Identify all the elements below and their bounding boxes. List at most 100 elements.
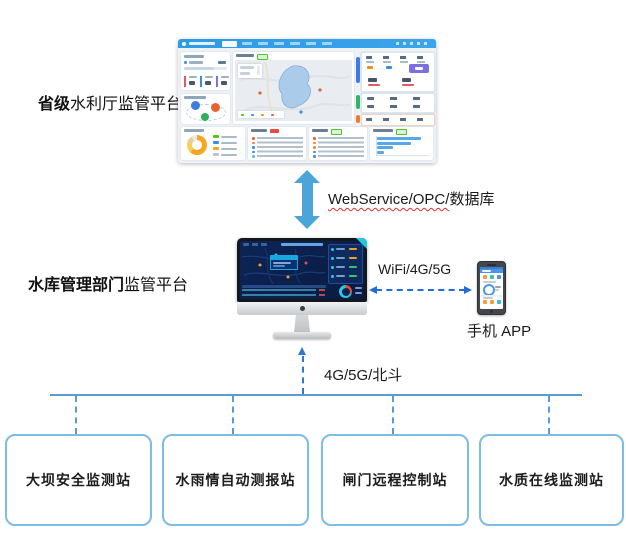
app-icon-blue xyxy=(497,275,501,279)
tooltip-header xyxy=(271,256,297,260)
stats-card xyxy=(361,114,435,126)
deco-bar xyxy=(205,76,213,78)
screen-data-table xyxy=(242,285,326,297)
drop-line xyxy=(392,396,394,434)
deco-bar xyxy=(336,275,345,277)
row-dot xyxy=(252,137,255,140)
screen-title-bar xyxy=(281,243,323,246)
app-header xyxy=(480,267,503,273)
rain-info-table-card xyxy=(309,127,367,160)
drop-line xyxy=(232,396,234,434)
network-diagram-card xyxy=(181,94,230,124)
deco-bar xyxy=(273,265,285,267)
monitor-stand-neck xyxy=(294,315,310,332)
dashboard-nav-items xyxy=(242,42,338,45)
provincial-platform-label-rest: 水利厅监管平台 xyxy=(70,96,183,113)
stat-icon xyxy=(331,275,334,278)
station-box-dam-safety: 大坝安全监测站 xyxy=(5,434,152,526)
cellular-arrow xyxy=(298,347,308,395)
deco-bar xyxy=(205,81,211,85)
phone xyxy=(477,261,506,315)
station-box-water-quality: 水质在线监测站 xyxy=(479,434,624,526)
card-title-bar xyxy=(184,55,204,58)
deco-bar xyxy=(495,289,499,291)
home-button xyxy=(489,309,493,313)
phone-screen xyxy=(480,267,503,309)
sync-arrow xyxy=(294,170,320,229)
deco-bar xyxy=(189,61,203,64)
deco-bar xyxy=(355,287,362,289)
map-search-box xyxy=(238,64,262,78)
app-icon-orange xyxy=(483,275,487,279)
deco-bar xyxy=(221,147,237,150)
webservice-link-label: WebService/OPC/数据库 xyxy=(328,188,494,209)
table-header-bar xyxy=(242,285,326,288)
stat-blue xyxy=(386,66,392,69)
alert-column xyxy=(319,289,325,297)
zoom-stepper xyxy=(257,66,260,75)
arrow-up-head xyxy=(294,170,320,183)
green-value xyxy=(349,274,357,277)
row-dot xyxy=(313,155,316,158)
monitor-bezel xyxy=(237,238,367,302)
storage-status-card xyxy=(181,52,230,90)
stats-group-3 xyxy=(356,114,435,126)
donut-chart-card xyxy=(181,127,245,160)
monitor-screen xyxy=(240,241,364,299)
search-field-bar xyxy=(240,66,254,69)
reservoir-platform-label: 水库管理部门监管平台 xyxy=(28,271,188,295)
station-label: 水雨情自动测报站 xyxy=(175,472,296,488)
deco-bar xyxy=(495,286,501,288)
dashboard-header-icons xyxy=(396,42,430,45)
group-tab-orange xyxy=(356,115,360,123)
deco-bar xyxy=(483,281,496,283)
wifi-link-label: WiFi/4G/5G xyxy=(378,261,452,277)
reservoir-map-card xyxy=(233,52,354,124)
table-rows xyxy=(318,137,364,158)
divider xyxy=(480,295,503,297)
progress-fill xyxy=(184,67,214,70)
monitor-chin xyxy=(237,302,367,315)
arrow-stem xyxy=(301,182,313,217)
dashboard-nav-active xyxy=(222,41,237,47)
water-icon xyxy=(184,61,187,64)
card-title-bar xyxy=(312,129,328,132)
deco-bar xyxy=(483,297,493,299)
deco-bar xyxy=(221,141,237,144)
deco-bar xyxy=(221,81,227,85)
stat-cell xyxy=(216,76,231,87)
phone-caption: 手机 APP xyxy=(467,323,532,340)
green-value xyxy=(349,265,357,268)
drop-line xyxy=(75,396,77,434)
map-graphic xyxy=(239,61,352,119)
highlight-cell-purple xyxy=(409,64,429,73)
node-orange xyxy=(211,103,220,112)
group-tab-blue xyxy=(356,57,360,83)
deco-bar xyxy=(415,67,423,70)
legend-dot xyxy=(271,113,274,116)
orange-value xyxy=(349,256,357,259)
deco-bar xyxy=(221,153,237,156)
dashed-line xyxy=(301,356,304,394)
search-field-bar xyxy=(240,72,250,75)
monitor xyxy=(237,238,367,343)
deco-bar xyxy=(273,262,291,264)
arrow-right-head xyxy=(464,286,472,294)
card-title-bar xyxy=(236,54,254,57)
screen-map-lines xyxy=(241,247,326,285)
dashboard-header xyxy=(178,39,436,48)
monitor-stand-base xyxy=(273,332,331,339)
app-icon-blue xyxy=(497,300,501,304)
card-title-bar xyxy=(184,129,204,132)
deco-bar xyxy=(189,81,195,85)
row-dot xyxy=(313,141,316,144)
station-box-rain-water: 水雨情自动测报站 xyxy=(162,434,309,526)
drop-line xyxy=(548,396,550,434)
water-info-table-card xyxy=(248,127,306,160)
node-green xyxy=(201,113,209,121)
arrow-left-head xyxy=(369,286,377,294)
station-label: 闸门远程控制站 xyxy=(342,472,448,488)
card-title-bar xyxy=(184,96,206,99)
row-dot xyxy=(252,155,255,158)
hbar xyxy=(377,146,393,149)
